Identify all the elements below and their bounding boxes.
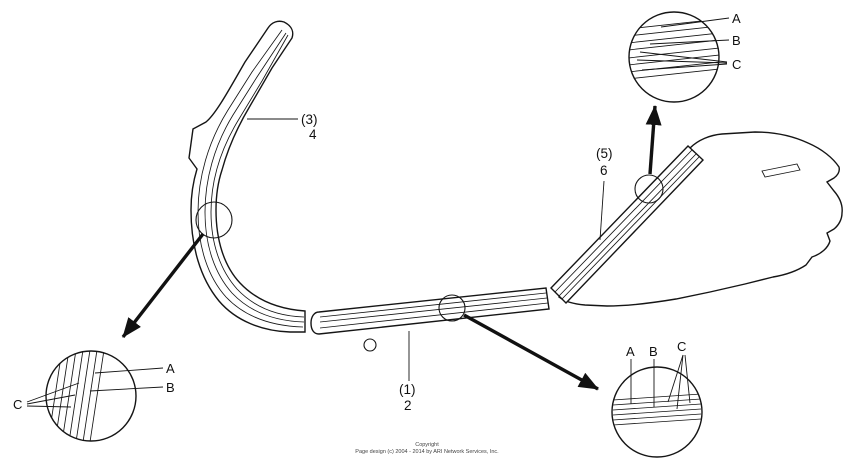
- detail-marker-right: [634, 174, 664, 204]
- label-br-c: C: [677, 339, 686, 354]
- molding-segment-1: [310, 287, 550, 352]
- label-tr-c: C: [732, 57, 741, 72]
- label-tr-b: B: [732, 33, 741, 48]
- footer-copyright: Copyright Page design (c) 2004 - 2014 by…: [355, 442, 499, 455]
- callout-part-5: (5) 6: [596, 146, 613, 241]
- detail-view-bottom-left: A B C: [13, 350, 175, 442]
- label-part5-ref: (5): [596, 146, 613, 161]
- label-part1-num: 2: [404, 398, 412, 413]
- molding-segment-5: [550, 145, 704, 305]
- body-panel-outline: [557, 131, 843, 307]
- arrow-to-bottom-left-detail: [121, 232, 205, 339]
- label-part5-num: 6: [600, 163, 608, 178]
- label-bl-a: A: [166, 361, 175, 376]
- detail-view-top-right: A B C: [628, 11, 741, 103]
- detail-view-bottom-right: A B C: [611, 339, 703, 458]
- label-br-a: A: [626, 344, 635, 359]
- arrow-to-top-right-detail: [645, 105, 662, 175]
- label-bl-c: C: [13, 397, 22, 412]
- label-part1-ref: (1): [399, 382, 416, 397]
- footer-line1: Copyright: [415, 442, 439, 448]
- detail-marker-middle: [438, 294, 466, 322]
- detail-marker-left: [195, 201, 233, 239]
- label-br-b: B: [649, 344, 658, 359]
- molding-segment-3: [188, 20, 306, 333]
- arrow-to-bottom-right-detail: [463, 313, 599, 391]
- detail-bottom-right-strips: [612, 393, 702, 426]
- label-part3-ref: (3): [301, 112, 318, 127]
- label-bl-b: B: [166, 380, 175, 395]
- callout-part-1: (1) 2: [399, 331, 416, 413]
- label-tr-a: A: [732, 11, 741, 26]
- clip-hole: [363, 338, 377, 352]
- label-part3-num: 4: [309, 127, 317, 142]
- callout-part-3: (3) 4: [247, 112, 318, 142]
- footer-line2: Page design (c) 2004 - 2014 by ARI Netwo…: [355, 449, 499, 455]
- panel-notch: [761, 163, 801, 178]
